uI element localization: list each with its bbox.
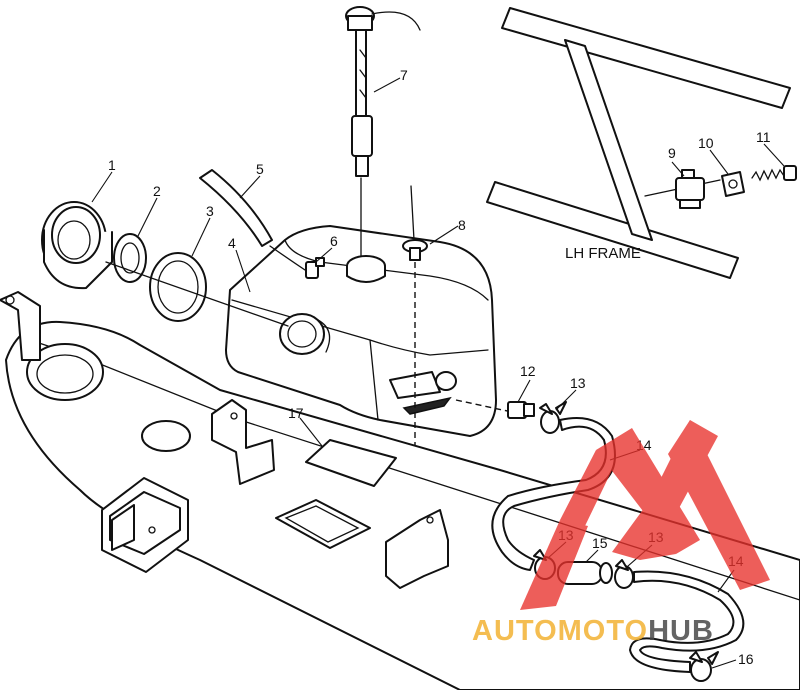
fitting-12	[507, 401, 535, 419]
callout-6: 6	[330, 233, 338, 249]
callout-4: 4	[228, 235, 236, 251]
callout-1: 1	[108, 157, 116, 173]
watermark-triangle-base-left	[520, 520, 588, 610]
frame-label: LH FRAME	[565, 245, 641, 262]
callout-8: 8	[458, 217, 466, 233]
filler-cap-1	[41, 201, 113, 290]
oil-tank-4	[225, 225, 497, 437]
assembly-line	[105, 261, 289, 327]
callout-12: 12	[520, 363, 536, 379]
callout-7: 7	[400, 67, 408, 83]
callout-16: 16	[738, 651, 754, 667]
breather-hose-5	[199, 169, 309, 273]
clamp-13-top	[539, 401, 567, 434]
bracket-clip-9	[675, 169, 705, 209]
callout-3: 3	[206, 203, 214, 219]
dipstick-7	[345, 6, 421, 257]
callout-9: 9	[668, 145, 676, 161]
clamp-16	[689, 651, 719, 682]
watermark-text-part2: HUB	[648, 615, 714, 647]
callout-10: 10	[698, 135, 714, 151]
watermark-triangle-inner	[612, 500, 676, 560]
foam-pad-17	[305, 439, 397, 487]
callout-17: 17	[288, 405, 304, 421]
clamp-13-right	[614, 559, 634, 589]
callout-15: 15	[592, 535, 608, 551]
lh-frame	[486, 7, 791, 279]
watermark-triangle-edge	[668, 420, 770, 590]
chassis-frame	[0, 291, 800, 690]
callout-2: 2	[153, 183, 161, 199]
watermark-triangle-left	[560, 450, 614, 528]
mounting-plate-10	[721, 171, 745, 197]
callout-11: 11	[756, 129, 771, 145]
callout-13-a: 13	[570, 375, 586, 391]
watermark-text-part1: AUTOMOTO	[472, 615, 648, 647]
screw-11	[751, 165, 797, 182]
oil-hose-14b	[629, 570, 745, 673]
gasket-2	[113, 233, 147, 283]
watermark-triangle-outer	[596, 428, 700, 554]
watermark-logo	[520, 420, 770, 610]
watermark-text: AUTOMOTOHUB	[472, 615, 714, 647]
callout-5: 5	[256, 161, 264, 177]
elbow-fitting-6	[305, 257, 325, 279]
